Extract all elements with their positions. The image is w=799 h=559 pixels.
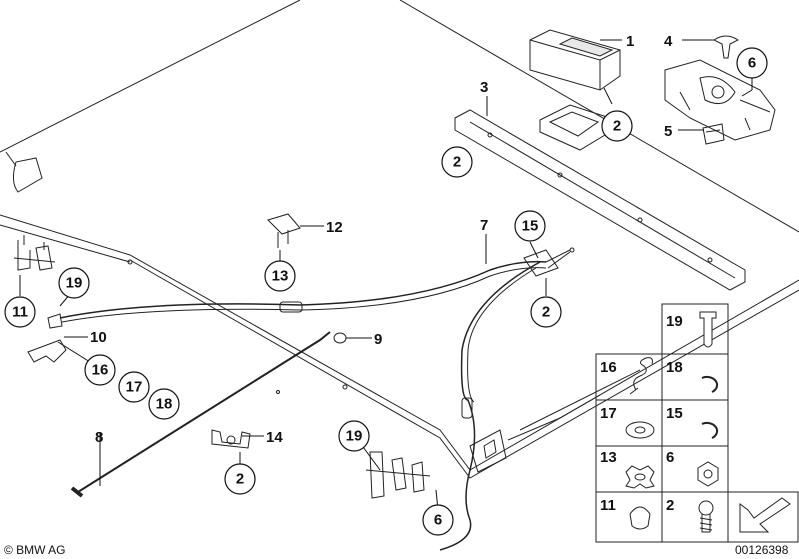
label-4: 4 xyxy=(664,33,673,50)
circlip-icon-18 xyxy=(701,375,719,393)
part-6-latch xyxy=(664,59,776,141)
callout-2-clamp: 2 xyxy=(236,471,244,488)
cable-sleeve xyxy=(279,301,303,313)
callout-19-center: 19 xyxy=(346,428,363,445)
part-7-cable xyxy=(59,260,547,319)
callout-18: 18 xyxy=(156,396,173,413)
legend-label-11: 11 xyxy=(600,497,616,514)
label-10: 10 xyxy=(90,329,107,346)
part-15-bracket xyxy=(523,249,559,277)
view-direction-arrow-icon xyxy=(739,497,791,533)
callout-6-cable: 6 xyxy=(434,512,442,529)
callout-16: 16 xyxy=(92,362,109,379)
part-8-rod xyxy=(77,331,331,493)
upper-panel-edge xyxy=(5,151,43,193)
pin-icon xyxy=(699,311,717,348)
label-14: 14 xyxy=(266,429,283,446)
label-7: 7 xyxy=(480,217,488,234)
legend-label-2: 2 xyxy=(666,497,674,514)
legend-label-6: 6 xyxy=(666,449,674,466)
label-8: 8 xyxy=(95,429,103,446)
part-12-clip xyxy=(267,213,301,248)
hinge-left xyxy=(13,240,56,271)
panel-lower-edge xyxy=(129,259,799,479)
label-12: 12 xyxy=(326,219,343,236)
callout-13: 13 xyxy=(272,268,289,285)
legend-label-17: 17 xyxy=(600,405,617,422)
callout-15: 15 xyxy=(522,218,539,235)
part-9-grommet xyxy=(333,332,347,344)
callout-19-left: 19 xyxy=(66,275,83,292)
legend-label-18: 18 xyxy=(666,359,683,376)
hinge-right xyxy=(365,451,431,499)
cap-icon xyxy=(629,506,651,530)
spring-icon xyxy=(629,357,653,395)
legend-label-19: 19 xyxy=(666,313,683,330)
part-10-lever xyxy=(27,339,67,363)
callout-11: 11 xyxy=(12,304,28,321)
part-14-clamp xyxy=(211,429,251,449)
part-3-rail xyxy=(454,109,746,291)
circlip-icon-15 xyxy=(701,421,719,439)
callout-17: 17 xyxy=(126,379,143,396)
diagram-number: 00126398 xyxy=(735,543,789,557)
callout-2-cable: 2 xyxy=(542,304,550,321)
label-1: 1 xyxy=(626,33,634,50)
callout-2-rail: 2 xyxy=(453,154,461,171)
part-5-clip xyxy=(702,123,725,145)
part-6-cable xyxy=(439,261,541,551)
panel-corner-bracket xyxy=(469,429,507,473)
brand-copyright: © BMW AG xyxy=(4,543,66,557)
screw-icon xyxy=(698,500,714,516)
legend-label-13: 13 xyxy=(600,449,617,466)
part-1-box xyxy=(529,29,621,91)
part-4-clip xyxy=(713,35,739,59)
label-5: 5 xyxy=(664,123,672,140)
parts-legend-grid xyxy=(595,303,799,543)
callout-6-latch: 6 xyxy=(748,55,756,72)
legend-label-16: 16 xyxy=(600,359,617,376)
legend-label-15: 15 xyxy=(666,405,683,422)
callout-2-top: 2 xyxy=(613,118,621,135)
part-2-gasket xyxy=(539,104,611,151)
label-9: 9 xyxy=(374,331,382,348)
label-3: 3 xyxy=(480,79,488,96)
